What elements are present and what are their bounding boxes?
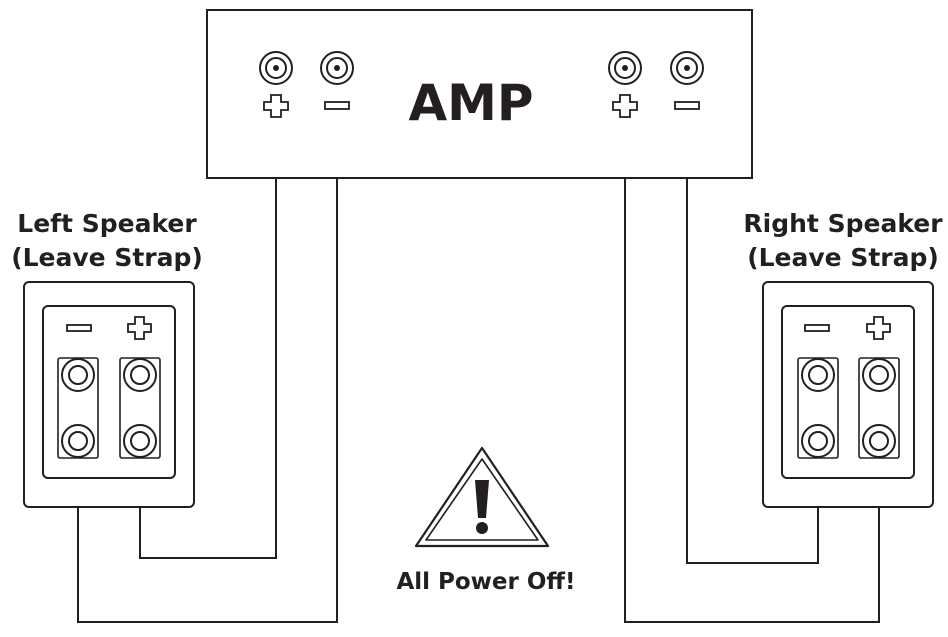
right-speaker-plus-sign-icon xyxy=(866,316,891,340)
left-speaker-title: Left Speaker xyxy=(17,209,197,238)
warning-text: All Power Off! xyxy=(396,569,575,595)
minus-sign-icon xyxy=(324,101,350,110)
warning-triangle-icon xyxy=(414,446,550,548)
binding-post-icon xyxy=(801,424,835,458)
right-speaker-subtitle: (Leave Strap) xyxy=(747,243,939,272)
right-speaker: Right Speaker (Leave Strap) xyxy=(743,209,943,508)
right-speaker-post-minus-bottom xyxy=(801,424,835,458)
binding-post-icon xyxy=(670,51,704,85)
left-speaker-plus-sign-icon xyxy=(127,316,152,340)
right-speaker-post-minus-top xyxy=(801,358,835,392)
binding-post-icon xyxy=(61,358,95,392)
binding-post-icon xyxy=(801,358,835,392)
amp-terminal-left-plus xyxy=(259,51,293,118)
binding-post-icon xyxy=(123,358,157,392)
amp-label: AMP xyxy=(408,74,533,132)
amp: AMP xyxy=(206,9,753,179)
amp-terminal-right-minus xyxy=(670,51,704,110)
binding-post-icon xyxy=(862,358,896,392)
left-speaker-subtitle: (Leave Strap) xyxy=(11,243,203,272)
left-speaker: Left Speaker (Leave Strap) xyxy=(11,209,203,508)
amp-box xyxy=(206,9,753,179)
left-speaker-post-minus-top xyxy=(61,358,95,392)
right-speaker-title: Right Speaker xyxy=(743,209,943,238)
right-speaker-post-plus-top xyxy=(862,358,896,392)
right-speaker-post-plus-bottom xyxy=(862,424,896,458)
wire-amp-right-plus-to-right-speaker-plus xyxy=(624,72,880,623)
left-speaker-post-minus-bottom xyxy=(61,424,95,458)
amp-terminal-right-plus xyxy=(608,51,642,118)
plus-sign-icon xyxy=(263,94,289,118)
plus-sign-icon xyxy=(612,94,638,118)
left-speaker-post-plus-top xyxy=(123,358,157,392)
binding-post-icon xyxy=(862,424,896,458)
binding-post-icon xyxy=(123,424,157,458)
power-warning: All Power Off! xyxy=(396,446,576,595)
binding-post-icon xyxy=(608,51,642,85)
amp-terminal-left-minus xyxy=(320,51,354,110)
wire-amp-left-minus-to-left-speaker-minus xyxy=(77,72,338,623)
binding-post-icon xyxy=(259,51,293,85)
binding-post-icon xyxy=(320,51,354,85)
left-speaker-post-plus-bottom xyxy=(123,424,157,458)
binding-post-icon xyxy=(61,424,95,458)
left-speaker-minus-sign-icon xyxy=(66,324,92,332)
right-speaker-minus-sign-icon xyxy=(804,324,830,332)
minus-sign-icon xyxy=(674,101,700,110)
